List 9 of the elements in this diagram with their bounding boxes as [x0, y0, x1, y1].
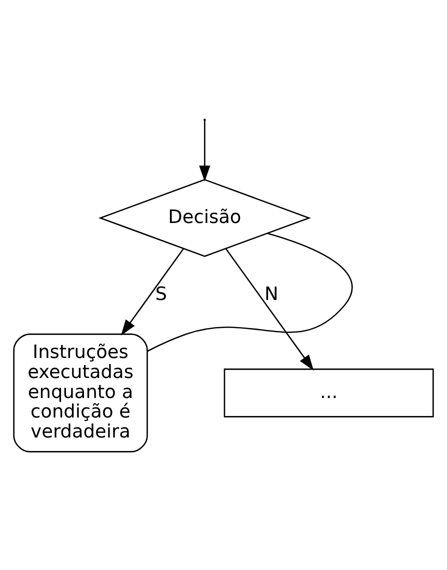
arrow [120, 248, 184, 335]
connector [146, 232, 353, 352]
node-box: Instruções executadas enquanto a condição é verdadeira [13, 333, 148, 452]
node-diamond: Decisão [98, 178, 311, 256]
arrow [199, 120, 210, 181]
edge-label: S [155, 284, 167, 305]
arrow [225, 248, 314, 370]
edge-label: N [264, 284, 278, 305]
node-box: ... [224, 368, 434, 417]
